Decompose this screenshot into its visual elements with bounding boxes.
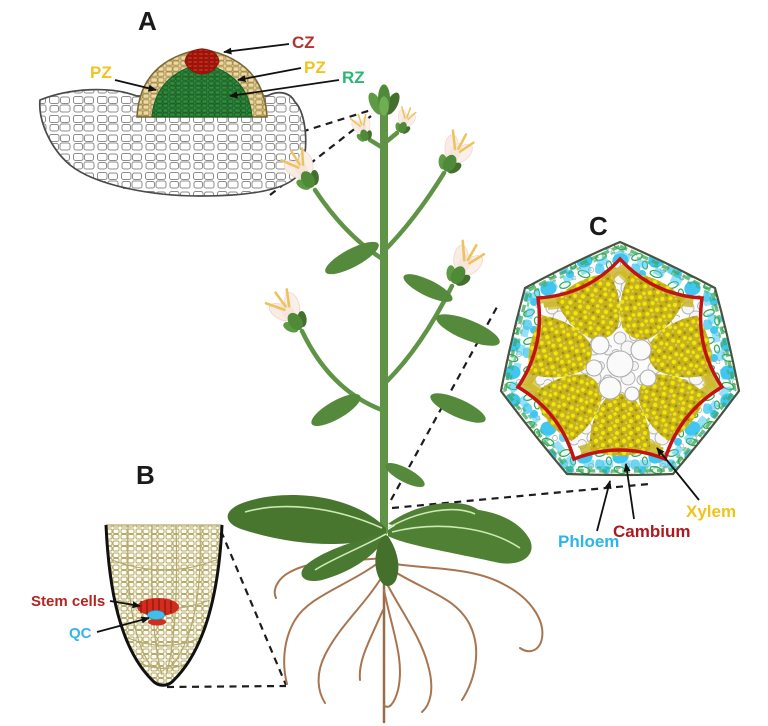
label-pz-left: PZ xyxy=(90,63,112,82)
label-qc: QC xyxy=(69,625,92,642)
panel-c-title: C xyxy=(589,211,608,241)
label-cz: CZ xyxy=(292,33,315,52)
label-stem-cells: Stem cells xyxy=(31,593,105,610)
callout-line-b-lower xyxy=(166,684,287,689)
arrow-phloem xyxy=(596,480,612,532)
label-pz-right: PZ xyxy=(304,58,326,77)
panel-c-stem-cross-section: C Phloem Cambium Xylem xyxy=(499,211,741,551)
panel-a-shoot-meristem: A PZ CZ PZ RZ xyxy=(38,6,365,197)
root xyxy=(384,579,433,713)
rosette-leaf xyxy=(388,508,532,564)
central-zone-cap xyxy=(184,48,220,75)
cauline-leaf xyxy=(325,241,379,275)
flower xyxy=(259,281,318,343)
quiescent-center xyxy=(147,610,165,620)
main-stem xyxy=(380,98,388,535)
arrow-rz xyxy=(229,79,340,99)
root xyxy=(383,589,401,708)
arrow-stem-cells xyxy=(109,600,141,609)
panel-b-title: B xyxy=(136,460,155,490)
cauline-leaves xyxy=(311,241,500,488)
label-rz: RZ xyxy=(342,68,365,87)
root xyxy=(383,561,544,653)
cauline-leaf xyxy=(436,314,500,346)
flower xyxy=(428,124,482,182)
arrow-pz-left xyxy=(114,79,157,92)
label-xylem: Xylem xyxy=(686,502,736,521)
label-cambium: Cambium xyxy=(613,522,690,541)
root xyxy=(358,609,384,681)
branches xyxy=(299,130,455,413)
panel-a-title: A xyxy=(138,6,157,36)
cortex-phloem-ring xyxy=(503,244,737,473)
flower xyxy=(435,234,493,296)
root-tip-outline xyxy=(104,524,224,687)
arrow-pz-right xyxy=(237,67,302,83)
root xyxy=(383,564,478,701)
cauline-leaf xyxy=(430,393,486,423)
panel-b-root-tip: B Stem cells QC xyxy=(31,460,224,687)
arrow-xylem xyxy=(656,447,700,501)
pith-center-cells xyxy=(585,335,657,402)
stem-cell-niche xyxy=(137,598,179,626)
plant-illustration xyxy=(227,84,544,724)
rosette-leaf xyxy=(375,534,399,586)
pedicel xyxy=(383,130,400,145)
cauline-leaf xyxy=(403,274,453,302)
arrow-cambium xyxy=(623,463,635,520)
root xyxy=(317,574,384,704)
root-cell-lines xyxy=(106,524,222,676)
rosette-leaves xyxy=(227,495,532,586)
leaf-veins xyxy=(244,505,521,571)
cauline-leaf xyxy=(385,462,425,488)
cambium-ring xyxy=(515,256,725,462)
cauline-leaf xyxy=(311,393,361,427)
arrow-cz xyxy=(223,43,290,55)
shoot-apex xyxy=(365,84,403,117)
branch xyxy=(380,170,447,255)
label-phloem: Phloem xyxy=(558,532,619,551)
callout-line-c-lower xyxy=(391,482,650,510)
branch xyxy=(299,328,385,413)
root xyxy=(283,559,383,685)
arrow-qc xyxy=(96,616,150,633)
callout-line-b-upper xyxy=(219,530,288,686)
pedicel xyxy=(367,137,386,151)
